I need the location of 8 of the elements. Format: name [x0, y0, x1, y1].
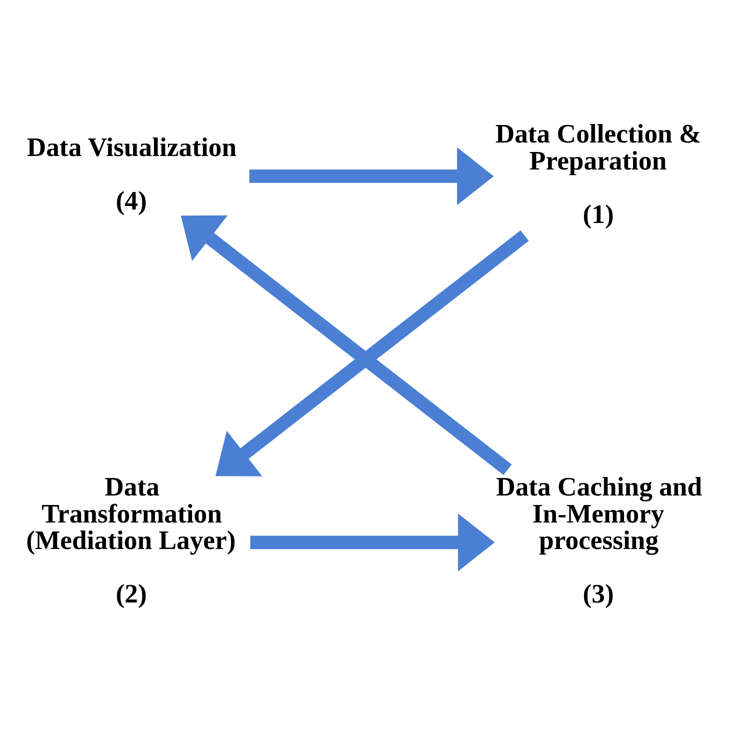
arrow [250, 513, 495, 571]
arrow [216, 230, 529, 476]
arrow [249, 146, 494, 205]
node-text: Data Caching and In-Memory processing (3) [496, 471, 702, 608]
node-text: Data Collection & Preparation (1) [495, 118, 702, 228]
node-text: Data Transformation (Mediation Layer) (2) [26, 471, 236, 608]
arrow [180, 214, 512, 475]
node-text: Data Visualization (4) [26, 132, 237, 215]
